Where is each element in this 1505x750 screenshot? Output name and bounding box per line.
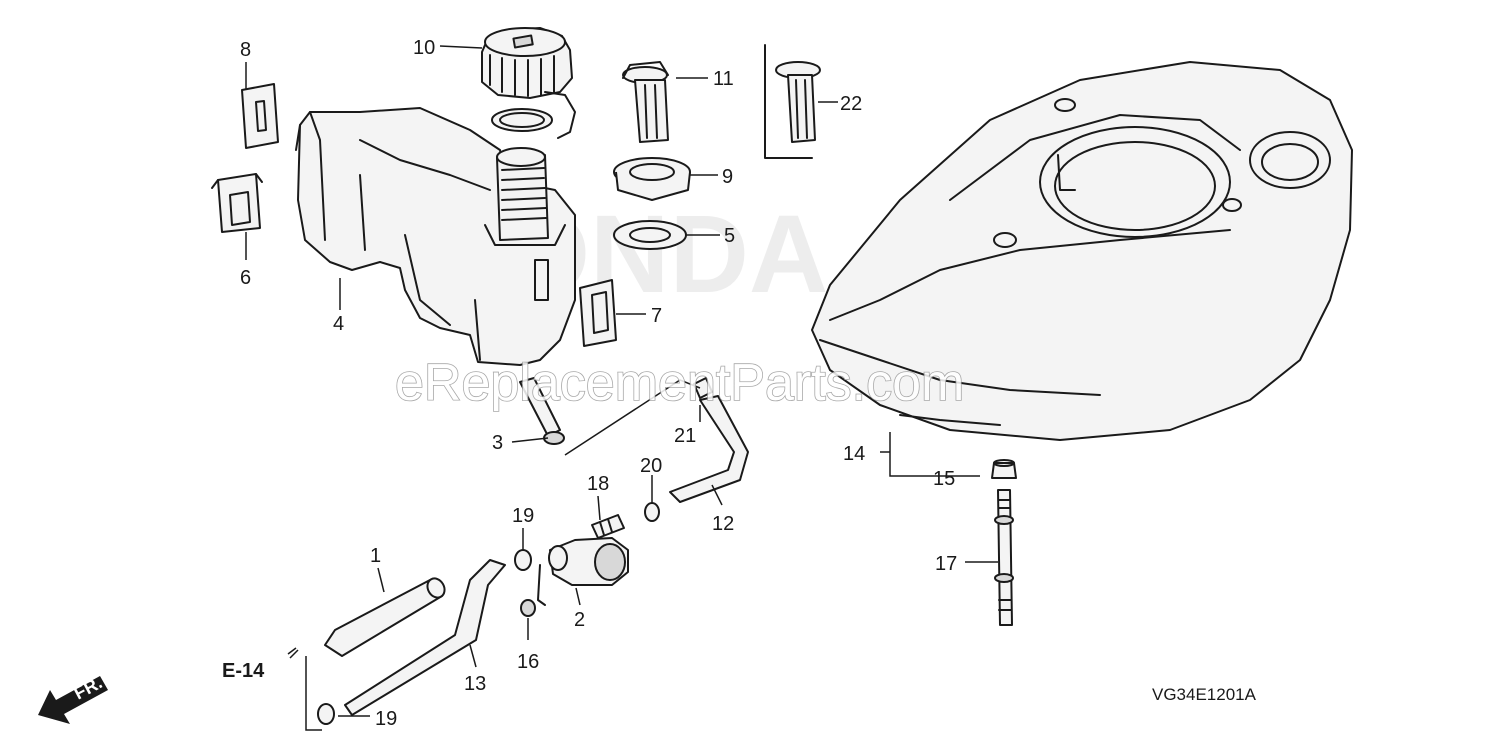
tube-clip-20[interactable]: [644, 502, 660, 522]
front-direction-arrow-icon: FR.: [38, 672, 108, 724]
cock-screw[interactable]: [591, 514, 625, 539]
fuel-tube-sleeve[interactable]: [324, 575, 448, 657]
callout-21: 21: [674, 425, 696, 447]
tube-clip-21[interactable]: [693, 377, 713, 399]
tank-clip[interactable]: [211, 173, 263, 233]
callout-5: 5: [724, 225, 735, 247]
fuel-tank[interactable]: [295, 107, 576, 366]
tank-pad[interactable]: [579, 279, 617, 347]
callout-17: 17: [935, 553, 957, 575]
stud-bolt[interactable]: [994, 489, 1014, 626]
callout-1: 1: [370, 545, 381, 567]
callout-3: 3: [492, 432, 503, 454]
callout-13: 13: [464, 673, 486, 695]
fuel-tube-upper[interactable]: [669, 395, 749, 503]
site-watermark: eReplacementParts.com: [395, 354, 964, 412]
callout-10: 10: [413, 37, 435, 59]
callout-19-upper: 19: [512, 505, 534, 527]
callout-7: 7: [651, 305, 662, 327]
callout-8: 8: [240, 39, 251, 61]
tank-rubber-pad[interactable]: [241, 83, 279, 149]
reference-label: E-14: [222, 660, 265, 682]
fan-cover[interactable]: [811, 61, 1353, 441]
fuel-tube-lower[interactable]: [344, 559, 506, 716]
callout-14: 14: [843, 443, 865, 465]
leader-lines: [245, 45, 998, 731]
callout-2: 2: [574, 609, 585, 631]
drain-screw[interactable]: [520, 599, 536, 617]
tube-clip-19-upper[interactable]: [514, 549, 532, 571]
callout-19-lower: 19: [375, 708, 397, 730]
callout-12: 12: [712, 513, 734, 535]
filler-washer[interactable]: [613, 220, 687, 250]
callout-11: 11: [713, 68, 734, 90]
callout-9: 9: [722, 166, 733, 188]
filler-nut[interactable]: [613, 157, 691, 201]
fuel-cock[interactable]: [537, 537, 629, 606]
fuel-cap[interactable]: [481, 27, 576, 139]
callout-4: 4: [333, 313, 344, 335]
callout-16: 16: [517, 651, 539, 673]
callout-6: 6: [240, 267, 251, 289]
tube-clip-19-lower[interactable]: [317, 703, 335, 725]
callout-15: 15: [933, 468, 955, 490]
drawing-code: VG34E1201A: [1152, 685, 1257, 704]
callout-18: 18: [587, 473, 609, 495]
callout-20: 20: [640, 455, 662, 477]
strainer-22[interactable]: [764, 44, 821, 159]
callout-22: 22: [840, 93, 862, 115]
strainer-sleeve[interactable]: [622, 61, 669, 143]
cover-nut[interactable]: [991, 459, 1017, 479]
